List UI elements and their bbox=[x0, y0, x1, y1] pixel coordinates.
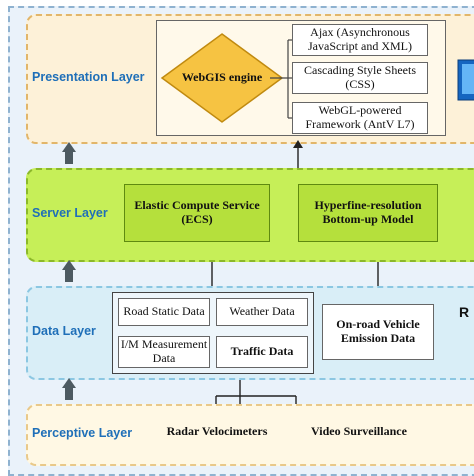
perceptive-layer bbox=[26, 404, 474, 466]
ajax-box: Ajax (Asynchronous JavaScript and XML) bbox=[292, 24, 428, 56]
radar-label: Radar Velocimeters bbox=[166, 424, 268, 439]
css-box: Cascading Style Sheets (CSS) bbox=[292, 62, 428, 94]
ecs-box: Elastic Compute Service (ECS) bbox=[124, 184, 270, 242]
traffic-box: Traffic Data bbox=[216, 336, 308, 368]
model-box: Hyperfine-resolution Bottom-up Model bbox=[298, 184, 438, 242]
data-layer-label: Data Layer bbox=[32, 324, 96, 338]
arrow-data-to-server bbox=[62, 260, 76, 284]
right-partial-label: R bbox=[458, 304, 470, 320]
server-layer-label: Server Layer bbox=[32, 206, 108, 220]
arrow-perceptive-to-data bbox=[62, 378, 76, 402]
webgl-box: WebGL-powered Framework (AntV L7) bbox=[292, 102, 428, 134]
im-measurement-box: I/M Measurement Data bbox=[118, 336, 210, 368]
video-label: Video Surveillance bbox=[311, 424, 407, 439]
monitor-icon bbox=[457, 59, 474, 101]
road-static-box: Road Static Data bbox=[118, 298, 210, 326]
arrow-server-to-presentation bbox=[62, 142, 76, 166]
onroad-emission-box: On-road Vehicle Emission Data bbox=[322, 304, 434, 360]
presentation-layer-label: Presentation Layer bbox=[32, 70, 145, 84]
webgis-engine-label: WebGIS engine bbox=[181, 70, 263, 85]
perceptive-layer-label: Perceptive Layer bbox=[32, 426, 133, 440]
webgis-engine-diamond bbox=[160, 33, 284, 123]
weather-box: Weather Data bbox=[216, 298, 308, 326]
